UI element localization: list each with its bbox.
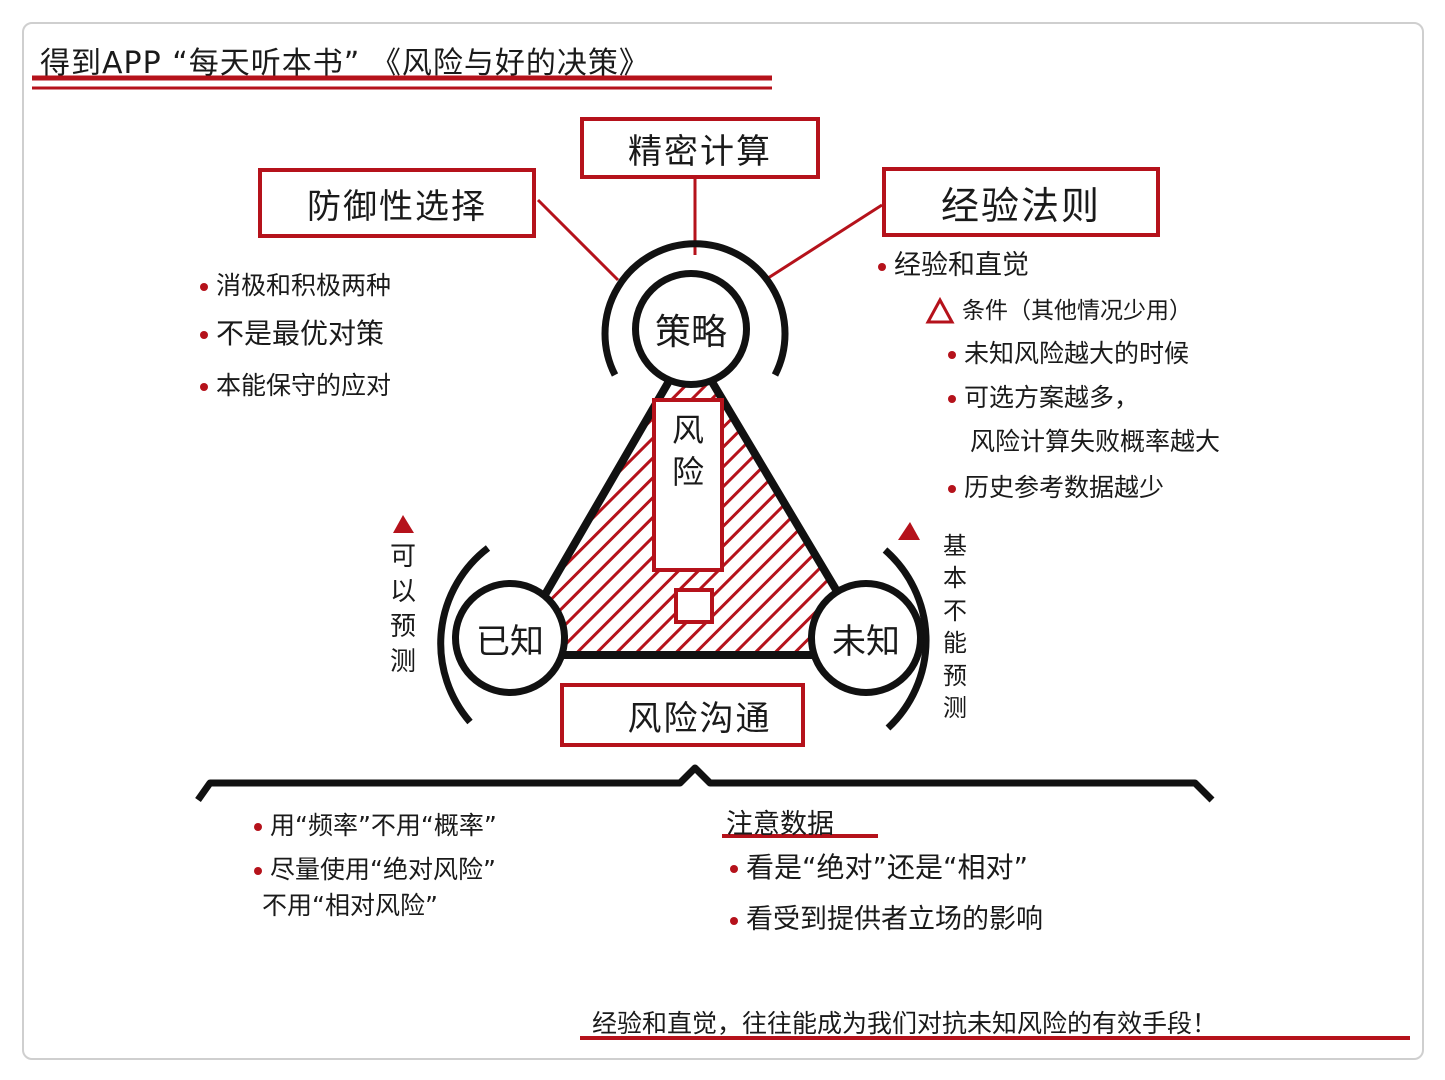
bottom-right-2: 看受到提供者立场的影响 bbox=[730, 904, 1043, 935]
box-risk-communication: 风险沟通 bbox=[560, 683, 805, 747]
connector-right bbox=[764, 203, 883, 282]
bullet-dot bbox=[730, 916, 738, 925]
right-marker bbox=[898, 522, 920, 540]
bullet-dot bbox=[948, 395, 956, 403]
page-title: 得到APP “每天听本书” 《风险与好的决策》 bbox=[40, 46, 650, 81]
left-bullet-text: 消极和积极两种 bbox=[216, 271, 392, 300]
connector-left bbox=[536, 198, 620, 282]
circle-strategy: 策略 bbox=[632, 270, 750, 388]
right-sub-1: 未知风险越大的时候 bbox=[948, 339, 1190, 369]
left-bullet-2: 不是最优对策 bbox=[200, 317, 385, 350]
box-rule-of-thumb: 经验法则 bbox=[882, 167, 1160, 237]
triangle-risk-label: 风险 bbox=[671, 411, 704, 491]
left-marker bbox=[393, 515, 414, 533]
bottom-left-text: 尽量使用“绝对风险” bbox=[270, 855, 496, 884]
bottom-right-heading: 注意数据 bbox=[726, 809, 834, 840]
bottom-right-text: 看受到提供者立场的影响 bbox=[746, 904, 1043, 935]
bullet-dot bbox=[730, 865, 738, 873]
left-arc bbox=[437, 545, 491, 725]
exclaim-bar bbox=[652, 398, 724, 572]
bullet-dot bbox=[948, 485, 956, 493]
right-sub-text: 历史参考数据越少 bbox=[964, 473, 1165, 502]
bullet-dot bbox=[948, 351, 956, 359]
exclaim-dot bbox=[674, 588, 714, 624]
right-item-1: 经验和直觉 bbox=[878, 250, 1029, 281]
condition-marker bbox=[925, 296, 955, 324]
left-bullet-3: 本能保守的应对 bbox=[200, 371, 392, 401]
bullet-dot bbox=[878, 262, 886, 271]
bottom-brace bbox=[195, 764, 1215, 803]
right-condition: 条件（其他情况少用） bbox=[962, 298, 1192, 324]
label-predictable: 可以预测 bbox=[389, 542, 416, 678]
right-sub-text: 可选方案越多， bbox=[964, 383, 1140, 412]
bullet-dot bbox=[200, 283, 208, 291]
bottom-left-3: 不用“相对风险” bbox=[262, 891, 438, 920]
bottom-right-text: 看是“绝对”还是“相对” bbox=[746, 851, 1029, 884]
box-defensive-choice: 防御性选择 bbox=[258, 168, 536, 238]
right-item-text: 经验和直觉 bbox=[894, 250, 1029, 281]
right-sub-2b: 风险计算失败概率越大 bbox=[970, 427, 1221, 456]
left-bullet-text: 不是最优对策 bbox=[216, 317, 385, 350]
bullet-dot bbox=[200, 331, 208, 339]
right-sub-text: 未知风险越大的时候 bbox=[964, 339, 1190, 368]
footer-conclusion: 经验和直觉，往往能成为我们对抗未知风险的有效手段！ bbox=[592, 1009, 1218, 1038]
box-precise-calc: 精密计算 bbox=[580, 117, 820, 179]
bottom-left-2: 尽量使用“绝对风险” bbox=[254, 855, 496, 885]
left-bullet-1: 消极和积极两种 bbox=[200, 271, 392, 301]
right-sub-3: 历史参考数据越少 bbox=[948, 473, 1165, 503]
bottom-left-1: 用“频率”不用“概率” bbox=[254, 811, 497, 841]
right-arc bbox=[882, 547, 930, 731]
bottom-right-1: 看是“绝对”还是“相对” bbox=[730, 851, 1029, 884]
bullet-dot bbox=[254, 867, 262, 875]
center-arc bbox=[601, 240, 789, 377]
label-unpredictable: 基本不能预测 bbox=[943, 532, 967, 722]
bullet-dot bbox=[200, 383, 208, 391]
circle-known: 已知 bbox=[452, 580, 568, 696]
bullet-dot bbox=[254, 823, 262, 831]
circle-unknown: 未知 bbox=[808, 580, 924, 696]
bottom-left-text: 用“频率”不用“概率” bbox=[270, 811, 497, 840]
left-bullet-text: 本能保守的应对 bbox=[216, 371, 392, 400]
right-sub-2: 可选方案越多， bbox=[948, 383, 1140, 413]
